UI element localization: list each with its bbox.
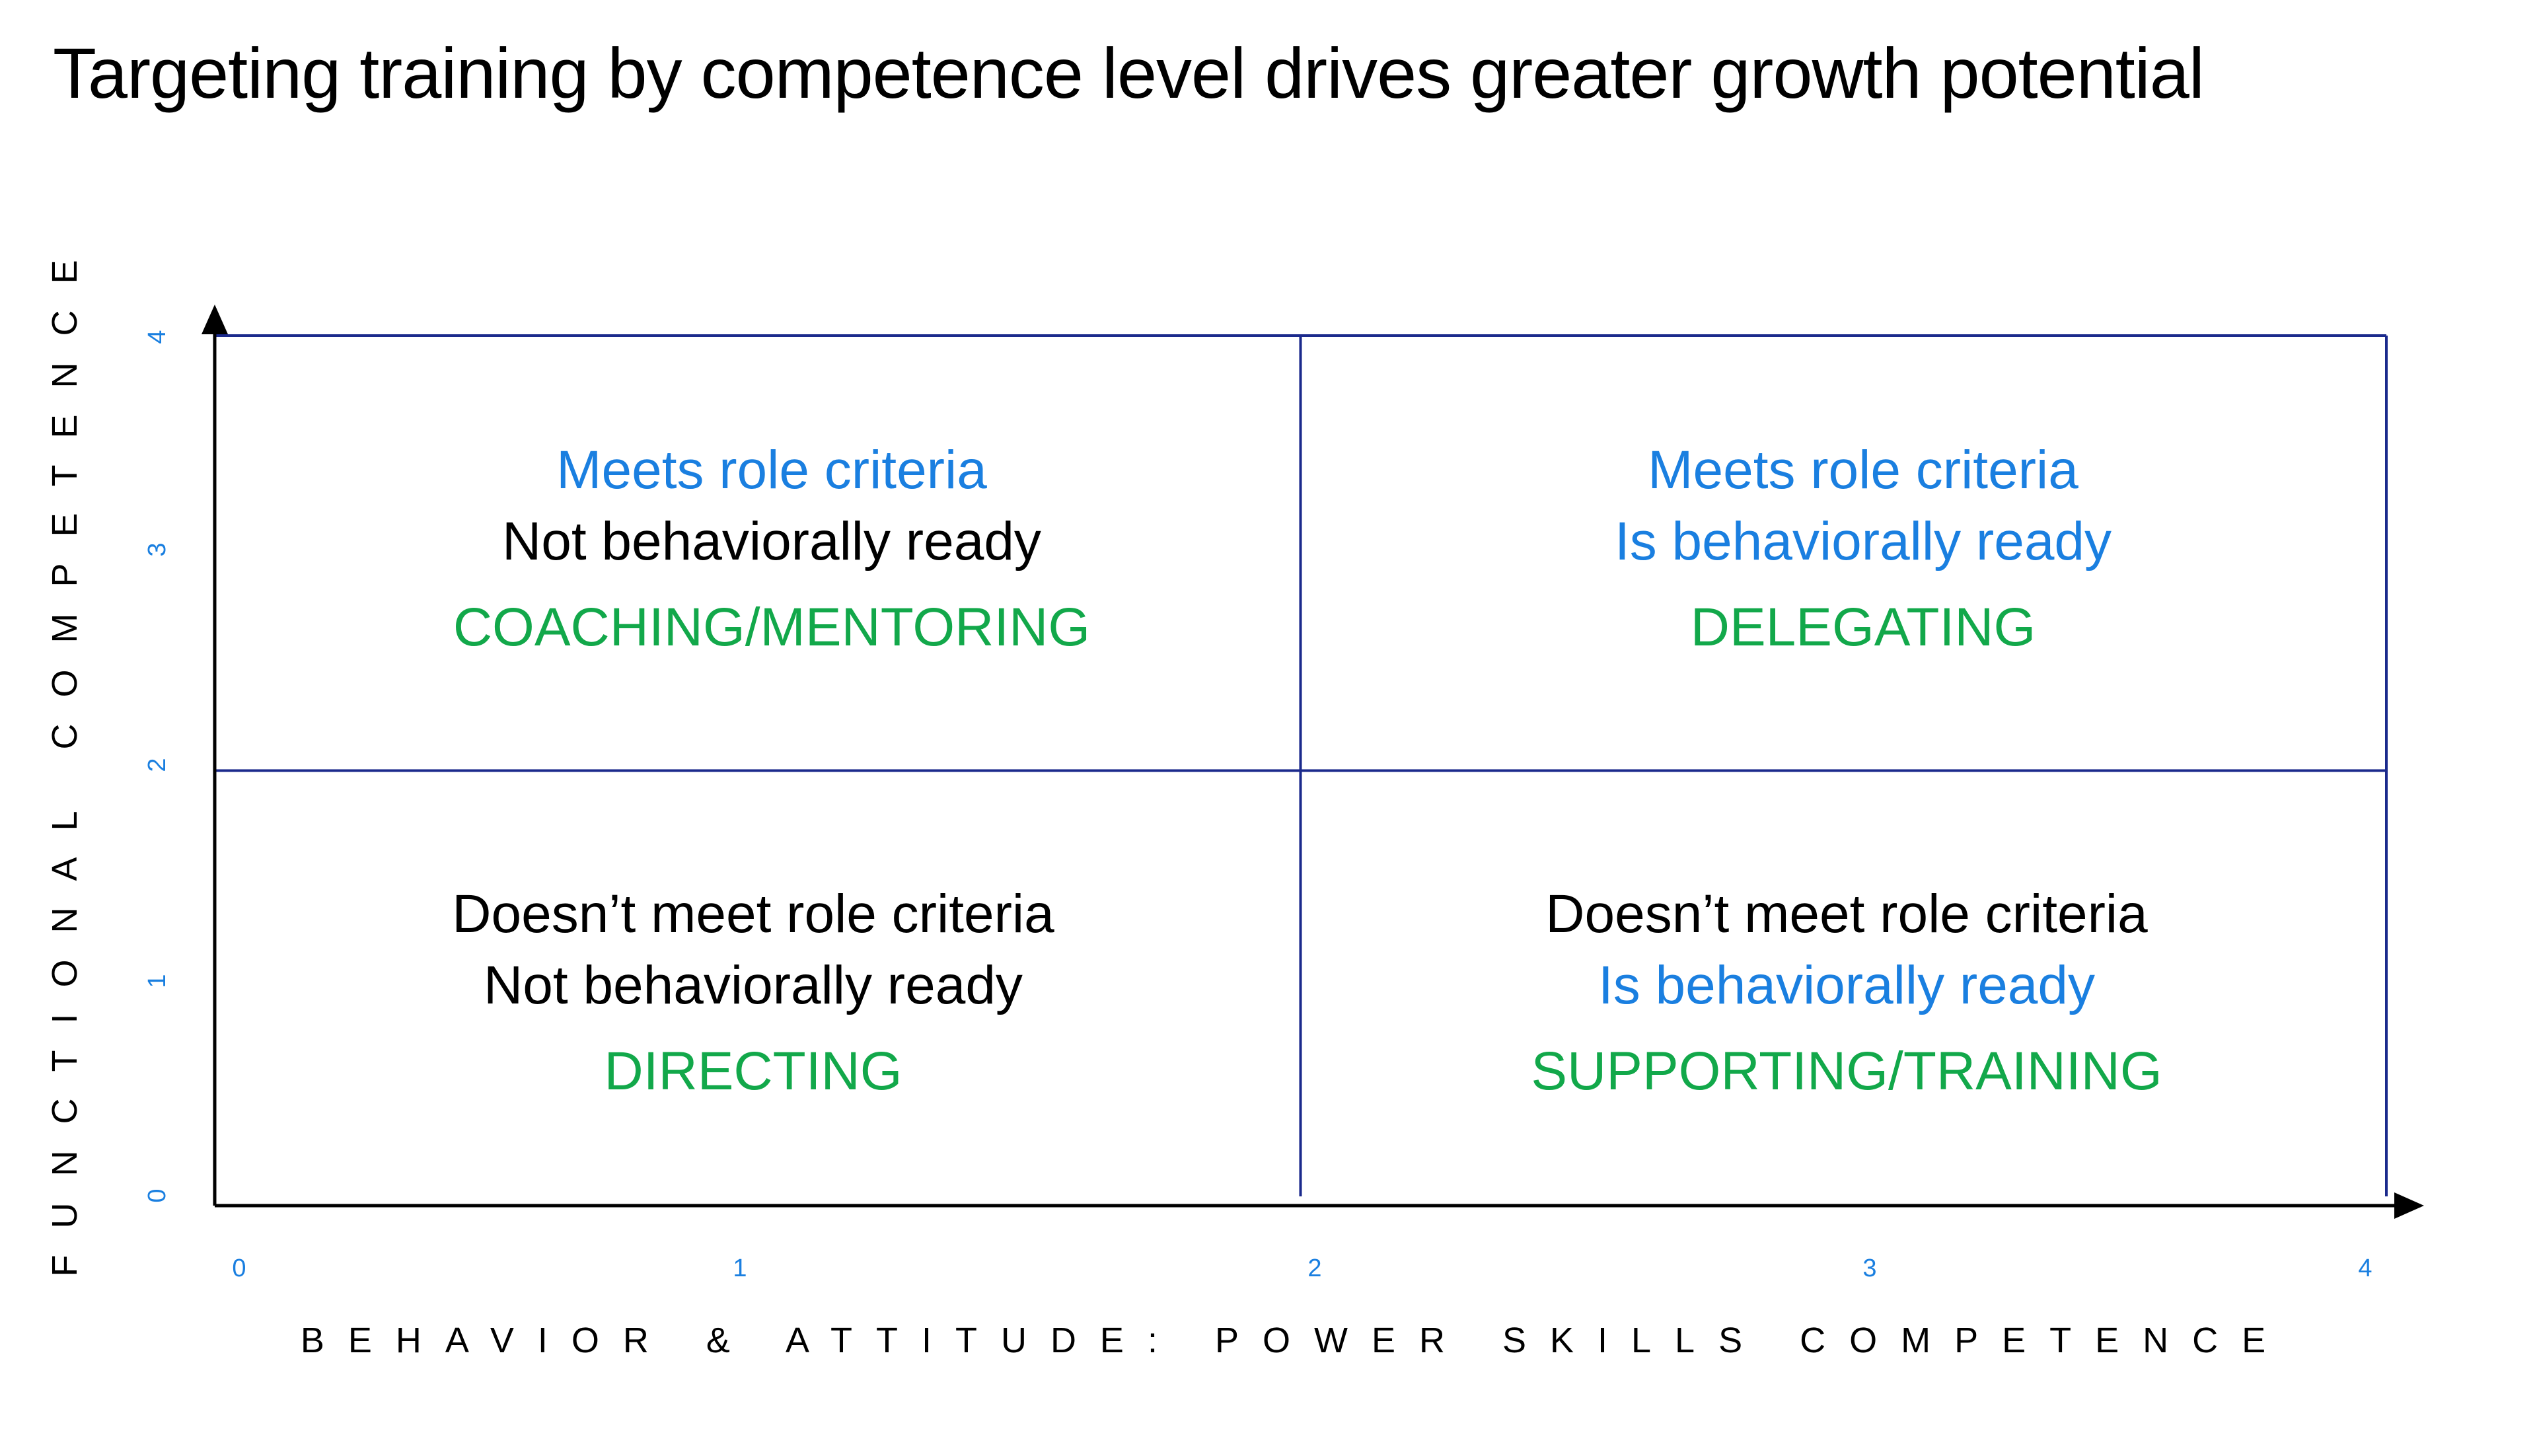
quadrant-description-line: Doesn’t meet role criteria (452, 884, 1054, 944)
x-axis-title: BEHAVIOR & ATTITUDE: POWER SKILLS COMPET… (300, 1321, 2290, 1360)
grid-lines (215, 334, 2388, 1196)
quadrant-description-line: Doesn’t meet role criteria (1545, 884, 2148, 944)
x-tick-label: 2 (1307, 1255, 1321, 1282)
x-tick-label: 1 (733, 1255, 747, 1282)
quadrant-description-line: Not behaviorally ready (484, 955, 1023, 1015)
page-title: Targeting training by competence level d… (53, 33, 2205, 113)
quadrant-description-line: Is behaviorally ready (1598, 955, 2096, 1015)
quadrant-description-line: Meets role criteria (556, 440, 987, 500)
quadrant-description-line: Is behaviorally ready (1614, 511, 2112, 571)
y-tick-label: 2 (143, 758, 171, 772)
x-tick-label: 0 (232, 1255, 246, 1282)
quadrant-strategy-label: COACHING/MENTORING (453, 597, 1091, 657)
quadrant-strategy-label: DELEGATING (1690, 597, 2036, 657)
tick-labels: 0 1 2 3 4 0 1 2 3 4 (143, 330, 2372, 1282)
quadrant-top-right: Meets role criteria Is behaviorally ready… (1615, 435, 2112, 663)
quadrant-strategy-label: DIRECTING (604, 1041, 902, 1101)
quadrant-description-line: Meets role criteria (1648, 440, 2078, 500)
quadrant-strategy-label: SUPPORTING/TRAINING (1531, 1041, 2162, 1101)
y-tick-label: 3 (143, 542, 171, 556)
y-tick-label: 0 (143, 1188, 171, 1202)
y-tick-label: 1 (143, 974, 171, 988)
quadrant-description-line: Not behaviorally ready (502, 511, 1041, 571)
x-tick-label: 3 (1862, 1255, 1876, 1282)
x-tick-label: 4 (2358, 1255, 2372, 1282)
quadrant-bottom-right: Doesn’t meet role criteria Is behaviorall… (1531, 879, 2162, 1107)
y-tick-label: 4 (143, 330, 171, 344)
axes (202, 305, 2424, 1219)
y-axis-title: FUNCTIONAL COMPETENCE (45, 233, 85, 1277)
